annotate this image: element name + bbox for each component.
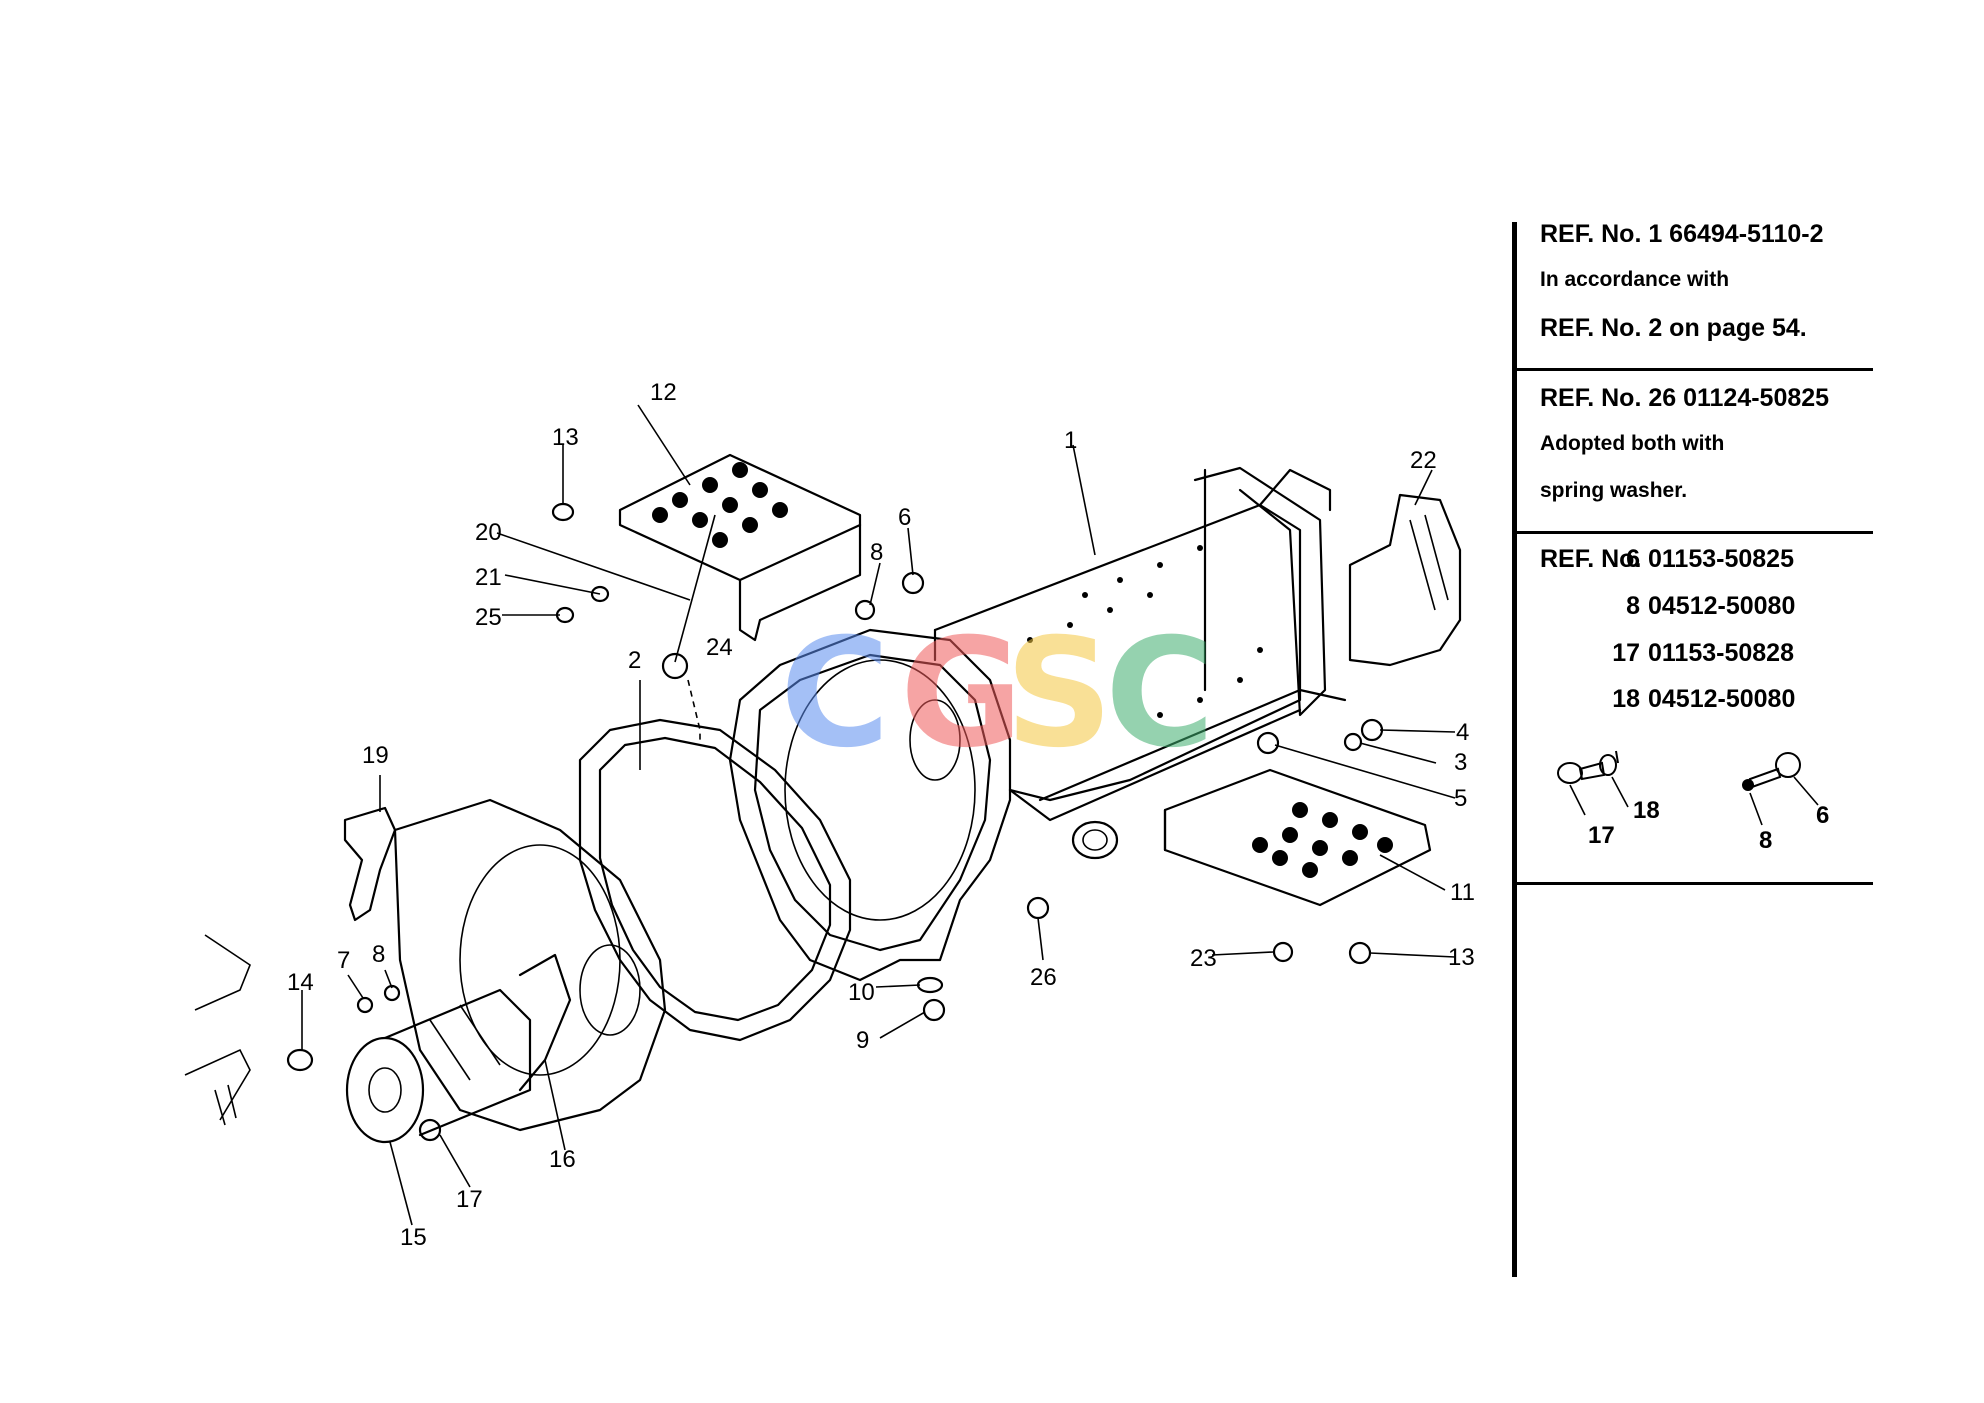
callout-11: 11 [1450, 879, 1475, 906]
note3-header: REF. No. [1540, 545, 1642, 573]
callout-15: 15 [400, 1224, 427, 1251]
callout-6: 6 [898, 504, 911, 531]
callout-12: 12 [650, 379, 677, 406]
svg-text:C: C [780, 607, 890, 781]
inset-label-8: 8 [1759, 827, 1772, 854]
callout-4: 4 [1456, 719, 1469, 746]
inset-label-6: 6 [1816, 802, 1829, 829]
step-plate-upper [618, 453, 862, 642]
callout-labels: 1 2 3 4 5 6 7 8 8 9 10 11 12 13 13 14 15… [287, 379, 1475, 1251]
engine-fragment [184, 934, 251, 1126]
svg-text:S: S [1005, 607, 1113, 781]
note3-row4-idx: 18 [1612, 685, 1640, 713]
callout-22: 22 [1410, 447, 1437, 474]
bracket [343, 806, 397, 922]
callout-26: 26 [1030, 964, 1057, 991]
notes-divider-2 [1517, 531, 1873, 534]
note3-row3-idx: 17 [1612, 639, 1640, 667]
callout-17: 17 [456, 1186, 483, 1213]
inset-label-17: 17 [1588, 822, 1615, 849]
callout-24: 24 [706, 634, 733, 661]
watermark-g: G [900, 607, 1023, 781]
note3-row2-pn: 04512-50080 [1648, 592, 1796, 620]
callout-21: 21 [475, 564, 502, 591]
transmission-case [933, 466, 1462, 860]
callout-9: 9 [856, 1027, 869, 1054]
callout-7: 7 [337, 947, 350, 974]
callout-25: 25 [475, 604, 502, 631]
bolt-washer-inset: 17 18 8 6 [1557, 750, 1829, 854]
watermark-c1: C [780, 607, 890, 781]
note3-row2-idx: 8 [1626, 592, 1640, 620]
callout-8b: 8 [870, 539, 883, 566]
callout-5: 5 [1454, 785, 1467, 812]
exploded-parts-diagram: C G S C 1 2 3 4 5 6 7 8 8 9 10 11 12 13 … [184, 379, 1475, 1251]
callout-3: 3 [1454, 749, 1467, 776]
watermark-s: S [1005, 607, 1113, 781]
notes-divider-vertical [1512, 222, 1517, 1277]
note3-row4-pn: 04512-50080 [1648, 685, 1796, 713]
callout-16: 16 [549, 1146, 576, 1173]
flywheel-plate [393, 798, 667, 1132]
callout-1: 1 [1064, 427, 1077, 454]
step-plate-lower [1163, 768, 1432, 907]
note2-line1: REF. No. 26 01124-50825 [1540, 384, 1830, 412]
callout-14: 14 [287, 969, 314, 996]
watermark: C G S C [780, 607, 1215, 781]
note1-line3: REF. No. 2 on page 54. [1540, 314, 1807, 342]
note1-line1: REF. No. 1 66494-5110-2 [1540, 220, 1824, 248]
callout-23: 23 [1190, 945, 1217, 972]
note3-row3-pn: 01153-50828 [1648, 639, 1794, 667]
leader-lines [301, 404, 1456, 1226]
svg-text:G: G [900, 607, 1023, 781]
notes-divider-1 [1517, 368, 1873, 371]
watermark-c2: C [1105, 607, 1215, 781]
clutch-housing [728, 628, 1012, 982]
callout-13a: 13 [552, 424, 579, 451]
svg-text:C: C [1105, 607, 1215, 781]
notes-divider-3 [1517, 882, 1873, 885]
small-parts [286, 502, 1384, 1142]
callout-13b: 13 [1448, 944, 1475, 971]
note2-line2: Adopted both with [1540, 432, 1725, 455]
inset-label-18: 18 [1633, 797, 1660, 824]
callout-20: 20 [475, 519, 502, 546]
callout-2: 2 [628, 647, 641, 674]
note3-row1-pn: 01153-50825 [1648, 545, 1794, 573]
note1-line2: In accordance with [1540, 268, 1730, 291]
note2-line3: spring washer. [1540, 479, 1688, 502]
callout-19: 19 [362, 742, 389, 769]
callout-8a: 8 [372, 941, 385, 968]
starter-motor [345, 953, 572, 1144]
callout-10: 10 [848, 979, 875, 1006]
note3-row1-idx: 6 [1626, 545, 1640, 573]
